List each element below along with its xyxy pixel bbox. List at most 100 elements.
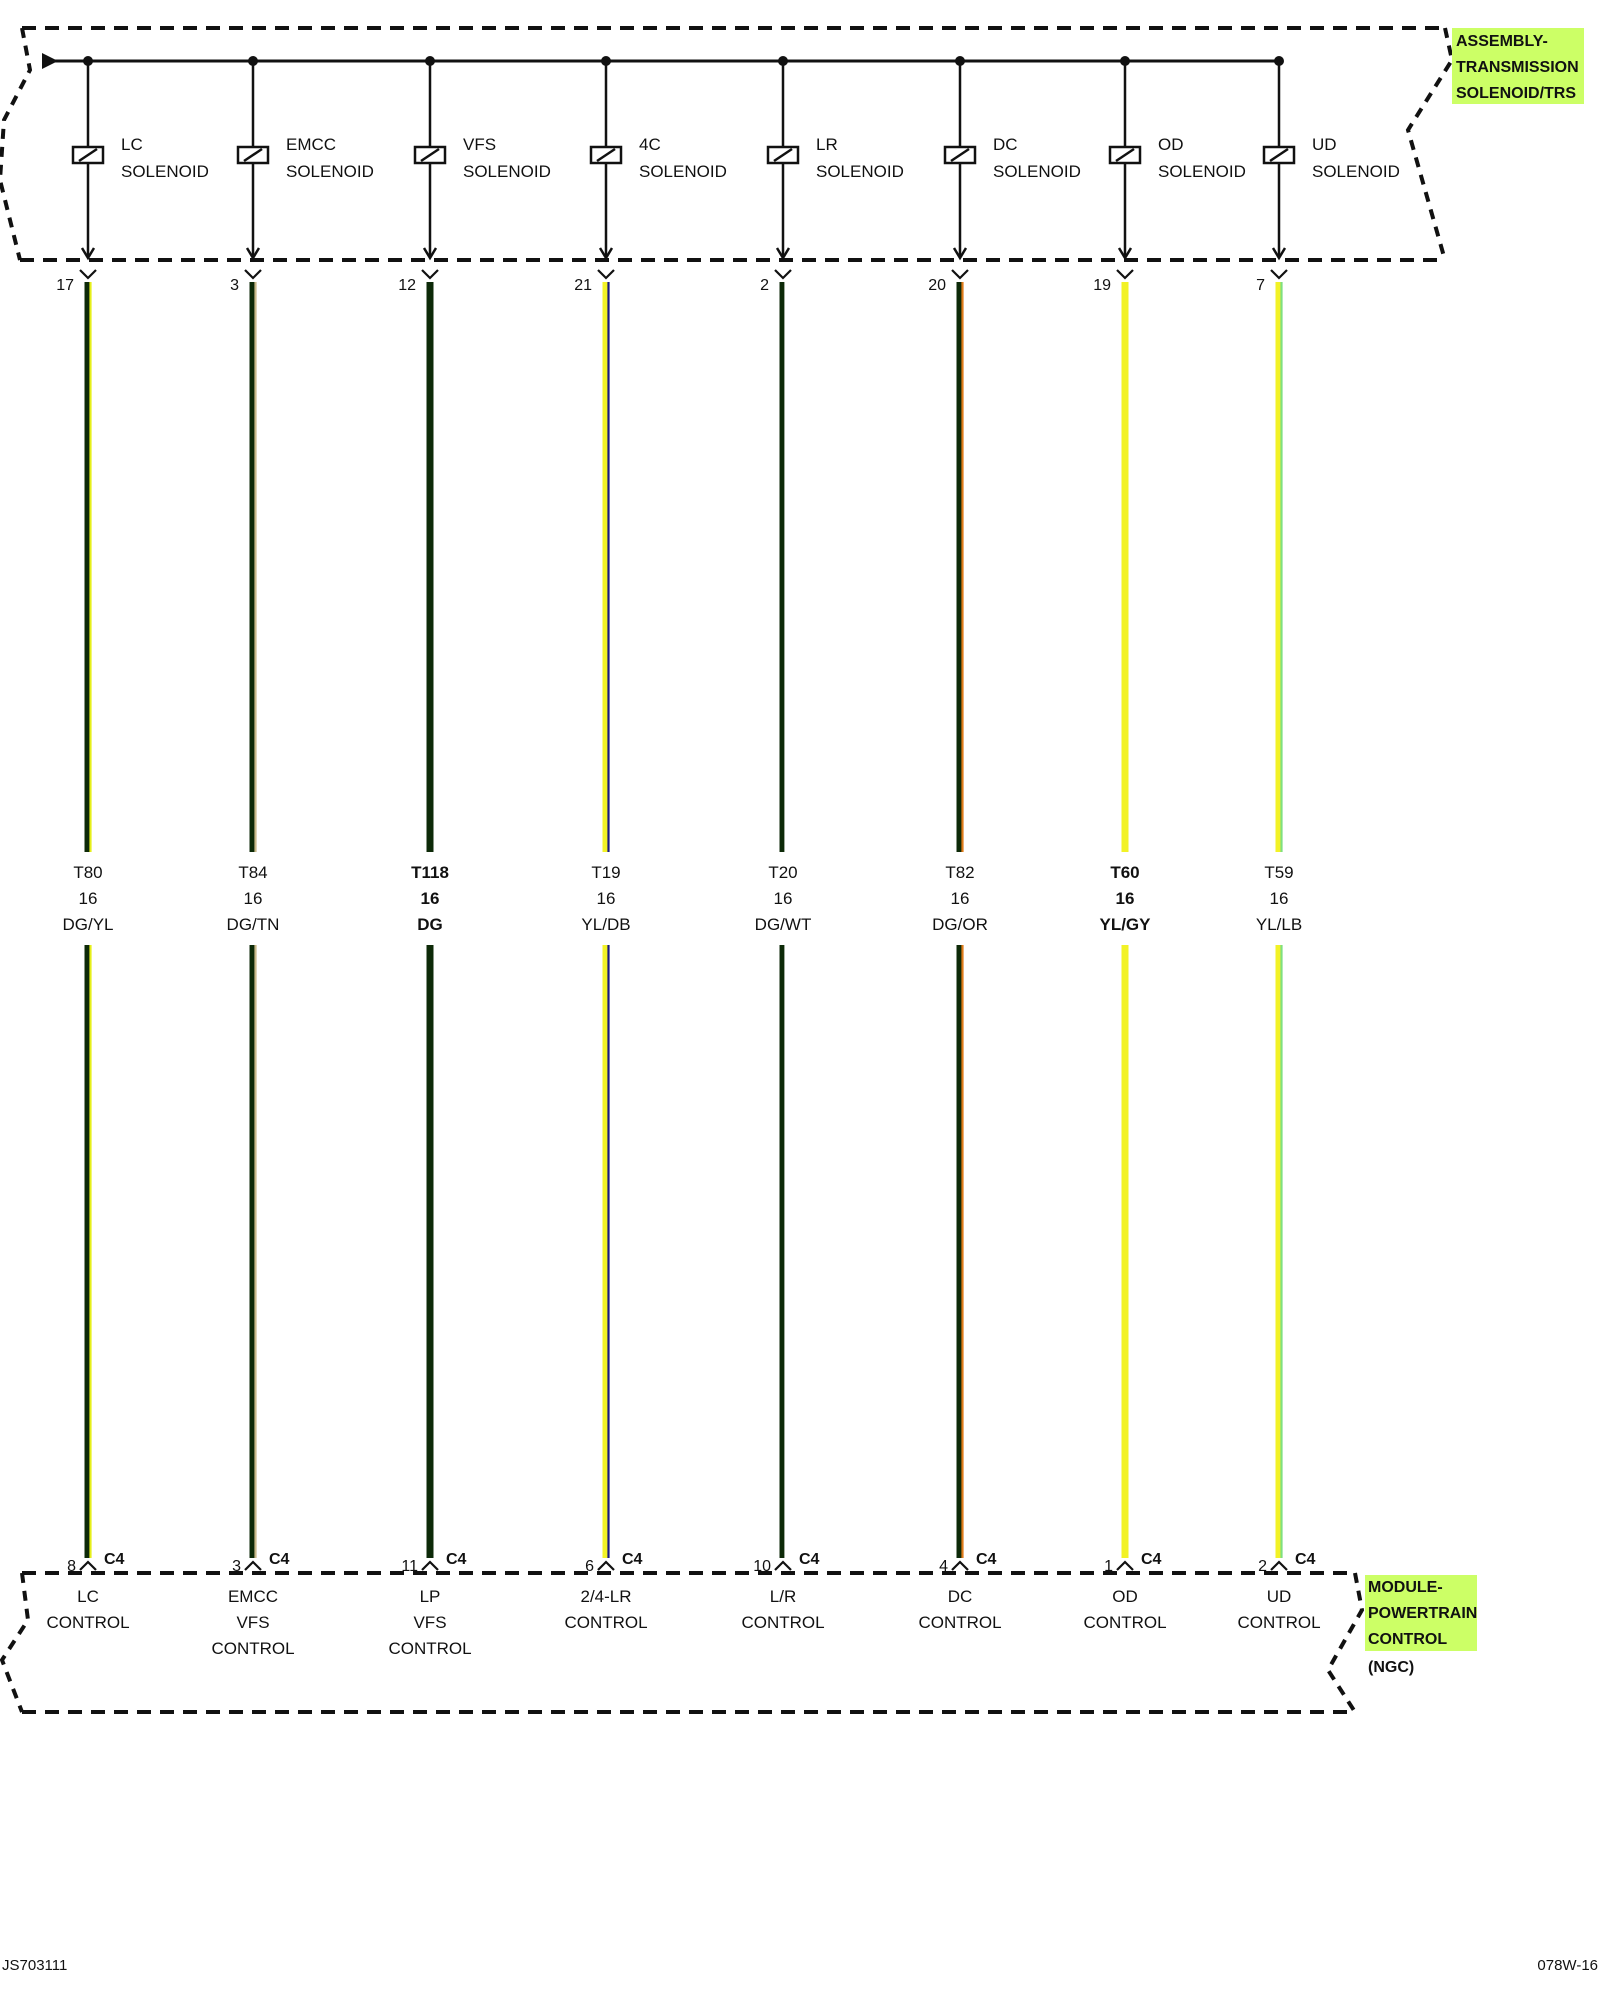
- function-label: CONTROL: [46, 1613, 129, 1632]
- function-label: L/R: [770, 1587, 796, 1606]
- function-label: CONTROL: [211, 1639, 294, 1658]
- connector-id: C4: [269, 1551, 290, 1568]
- top-component-name-line-1: ASSEMBLY-: [1456, 33, 1548, 50]
- top-component-label: ASSEMBLY- TRANSMISSION SOLENOID/TRS: [1452, 28, 1584, 104]
- circuit-id: T82: [945, 863, 974, 882]
- wire-color-code: YL/DB: [581, 915, 630, 934]
- top-pin-number: 12: [398, 277, 416, 294]
- solenoid-slash: [1115, 147, 1135, 163]
- circuit-id: T19: [591, 863, 620, 882]
- feed-bus: [42, 53, 1280, 69]
- top-pin-icon: [79, 269, 97, 280]
- bottom-pin-number: 3: [232, 1558, 241, 1575]
- footer-right-code: 078W-16: [1537, 1957, 1598, 1974]
- bottom-pin-number: 4: [939, 1558, 948, 1575]
- wire-color-code: DG: [417, 915, 443, 934]
- bottom-pin-number: 10: [753, 1558, 771, 1575]
- connector-id: C4: [1295, 1551, 1316, 1568]
- function-label: EMCC: [228, 1587, 278, 1606]
- function-label: CONTROL: [918, 1613, 1001, 1632]
- bottom-pin-icon: [1116, 1560, 1134, 1571]
- bottom-pin-number: 6: [585, 1558, 594, 1575]
- function-label: CONTROL: [1083, 1613, 1166, 1632]
- wire-gauge: 16: [1116, 889, 1135, 908]
- solenoid-name: UD: [1312, 135, 1337, 154]
- function-label: VFS: [413, 1613, 446, 1632]
- solenoid-slash: [773, 147, 793, 163]
- feed-arrow-icon: [42, 53, 58, 69]
- wire-color-code: DG/TN: [227, 915, 280, 934]
- arrow-icon: [1117, 247, 1133, 261]
- wire-color-code: YL/GY: [1099, 915, 1151, 934]
- bottom-component-name-line-3: CONTROL: [1368, 1631, 1447, 1648]
- top-pin-number: 3: [230, 277, 239, 294]
- top-pin-icon: [951, 269, 969, 280]
- circuit-id: T59: [1264, 863, 1293, 882]
- circuit-id: T84: [238, 863, 267, 882]
- top-pin-icon: [597, 269, 615, 280]
- wire-color-code: DG/OR: [932, 915, 988, 934]
- top-pin-icon: [1116, 269, 1134, 280]
- top-component-label-highlight: [1452, 28, 1584, 104]
- solenoid-name: LR: [816, 135, 838, 154]
- solenoid-label: SOLENOID: [1158, 162, 1246, 181]
- solenoid-slash: [596, 147, 616, 163]
- solenoid-label: SOLENOID: [121, 162, 209, 181]
- function-label: LP: [420, 1587, 441, 1606]
- function-label: VFS: [236, 1613, 269, 1632]
- bottom-pin-icon: [79, 1560, 97, 1571]
- wire-color-code: DG/YL: [62, 915, 113, 934]
- solenoid-label: SOLENOID: [463, 162, 551, 181]
- bottom-component-name-line-1: MODULE-: [1368, 1579, 1443, 1596]
- function-label: CONTROL: [564, 1613, 647, 1632]
- top-pin-number: 2: [760, 277, 769, 294]
- bottom-component-name-suffix: (NGC): [1368, 1659, 1414, 1676]
- solenoid-label: SOLENOID: [993, 162, 1081, 181]
- function-label: 2/4-LR: [580, 1587, 631, 1606]
- solenoid-label: SOLENOID: [639, 162, 727, 181]
- function-label: OD: [1112, 1587, 1138, 1606]
- function-label: CONTROL: [741, 1613, 824, 1632]
- wire-gauge: 16: [951, 889, 970, 908]
- top-pin-icon: [1270, 269, 1288, 280]
- bottom-pin-number: 11: [401, 1558, 418, 1575]
- top-component-name-line-3: SOLENOID/TRS: [1456, 85, 1576, 102]
- bottom-pin-number: 2: [1258, 1558, 1267, 1575]
- solenoid-slash: [1269, 147, 1289, 163]
- bottom-pin-icon: [1270, 1560, 1288, 1571]
- wire-gauge: 16: [79, 889, 98, 908]
- bottom-pin-icon: [421, 1560, 439, 1571]
- connector-id: C4: [976, 1551, 997, 1568]
- function-label: CONTROL: [1237, 1613, 1320, 1632]
- solenoid-name: EMCC: [286, 135, 336, 154]
- function-label: UD: [1267, 1587, 1292, 1606]
- wire-color-code: DG/WT: [755, 915, 812, 934]
- connector-id: C4: [1141, 1551, 1162, 1568]
- connector-id: C4: [799, 1551, 820, 1568]
- bottom-pin-icon: [951, 1560, 969, 1571]
- bottom-pin-number: 1: [1104, 1558, 1113, 1575]
- top-component-name-line-2: TRANSMISSION: [1456, 59, 1579, 76]
- bottom-component-label-highlight: [1365, 1575, 1477, 1651]
- solenoid-name: LC: [121, 135, 143, 154]
- top-pin-number: 20: [928, 277, 946, 294]
- solenoid-name: DC: [993, 135, 1018, 154]
- wire-gauge: 16: [244, 889, 263, 908]
- bottom-pin-icon: [774, 1560, 792, 1571]
- top-pin-number: 21: [574, 277, 592, 294]
- solenoid-label: SOLENOID: [1312, 162, 1400, 181]
- connector-id: C4: [446, 1551, 467, 1568]
- arrow-icon: [775, 247, 791, 261]
- wire-gauge: 16: [421, 889, 440, 908]
- bottom-pin-icon: [244, 1560, 262, 1571]
- wire-gauge: 16: [597, 889, 616, 908]
